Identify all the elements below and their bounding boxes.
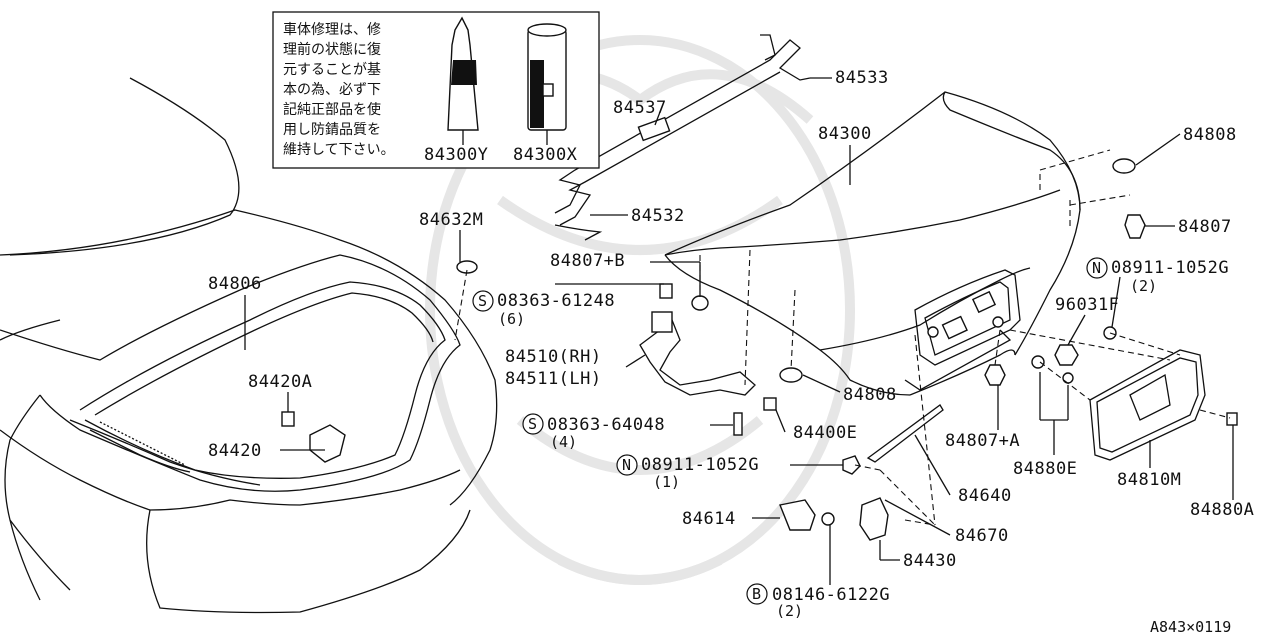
support-rods	[554, 34, 811, 241]
n-symbol-2	[616, 454, 638, 476]
label-84632M: 84632M	[419, 210, 483, 230]
label-84640: 84640	[958, 486, 1012, 506]
part-labels: 84537 84533 84300 84808 84807 84532 8463…	[208, 68, 1254, 636]
n-symbol-2-text: N	[622, 456, 631, 474]
label-84810M: 84810M	[1117, 470, 1181, 490]
label-84510: 84510(RH)	[505, 347, 602, 367]
b-symbol	[746, 583, 768, 605]
s-symbol-1-text: S	[478, 292, 487, 310]
label-84670: 84670	[955, 526, 1009, 546]
label-84880A: 84880A	[1190, 500, 1254, 520]
label-84537: 84537	[613, 98, 667, 118]
note-line-6: 用し防錆品質を	[283, 121, 381, 138]
s-symbol-1	[472, 290, 494, 312]
fasteners	[281, 158, 1238, 541]
label-84511: 84511(LH)	[505, 369, 602, 389]
label-08911-1052G-mid-qty: (1)	[653, 473, 680, 491]
s-symbol-2	[522, 413, 544, 435]
note-line-3: 元することが基	[283, 61, 381, 78]
note-line-4: 本の為、必ず下	[283, 82, 381, 98]
note-line-7: 維持して下さい。	[283, 142, 395, 158]
n-symbol-1	[1086, 257, 1108, 279]
b-symbol-text: B	[752, 585, 761, 603]
trunk-lid	[664, 91, 1081, 396]
label-08911-1052G-top-qty: (2)	[1130, 277, 1157, 295]
label-08146-6122G: 08146-6122G	[772, 585, 890, 605]
note-line-2: 理前の状態に復	[283, 41, 381, 58]
label-08911-1052G-mid: 08911-1052G	[641, 455, 759, 475]
leader-lines	[244, 77, 1234, 585]
label-84807A: 84807+A	[945, 431, 1020, 451]
weatherstrip-84640	[866, 404, 944, 463]
label-84614: 84614	[682, 509, 736, 529]
label-84533: 84533	[835, 68, 889, 88]
note-line-5: 記純正部品を使	[283, 101, 381, 118]
label-96031F: 96031F	[1055, 295, 1119, 315]
spray-can-icon	[527, 23, 567, 145]
label-84808-mid: 84808	[843, 385, 897, 405]
label-84300: 84300	[818, 124, 872, 144]
label-84420A: 84420A	[248, 372, 312, 392]
prefix-symbols: S S N N B	[472, 257, 1108, 605]
hinge-assembly	[639, 283, 777, 436]
label-84400E: 84400E	[793, 423, 857, 443]
note-line-1: 車体修理は、修	[283, 21, 381, 38]
label-08363-61248: 08363-61248	[497, 291, 615, 311]
label-08146-6122G-qty: (2)	[776, 602, 803, 620]
s-symbol-2-text: S	[528, 415, 537, 433]
label-08363-64048: 08363-64048	[547, 415, 665, 435]
label-84807: 84807	[1178, 217, 1232, 237]
label-84430: 84430	[903, 551, 957, 571]
label-84880E: 84880E	[1013, 459, 1077, 479]
diagram-code: A843×0119	[1150, 618, 1231, 636]
label-84532: 84532	[631, 206, 685, 226]
car-body-left	[0, 77, 498, 614]
label-84808-top: 84808	[1183, 125, 1237, 145]
label-08363-61248-qty: (6)	[498, 310, 525, 328]
label-08911-1052G-top: 08911-1052G	[1111, 258, 1229, 278]
finisher-84810M	[1089, 349, 1206, 461]
part-84300Y: 84300Y	[424, 145, 488, 165]
label-84806: 84806	[208, 274, 262, 294]
n-symbol-1-text: N	[1092, 259, 1101, 277]
sealant-tube-icon	[447, 16, 479, 145]
dashed-guides	[454, 149, 1231, 526]
repair-note-box: 車体修理は、修 理前の状態に復 元することが基 本の為、必ず下 記純正部品を使 …	[272, 11, 600, 169]
label-84420: 84420	[208, 441, 262, 461]
part-84300X: 84300X	[513, 145, 578, 165]
label-84807B: 84807+B	[550, 251, 625, 271]
label-08363-64048-qty: (4)	[550, 433, 577, 451]
